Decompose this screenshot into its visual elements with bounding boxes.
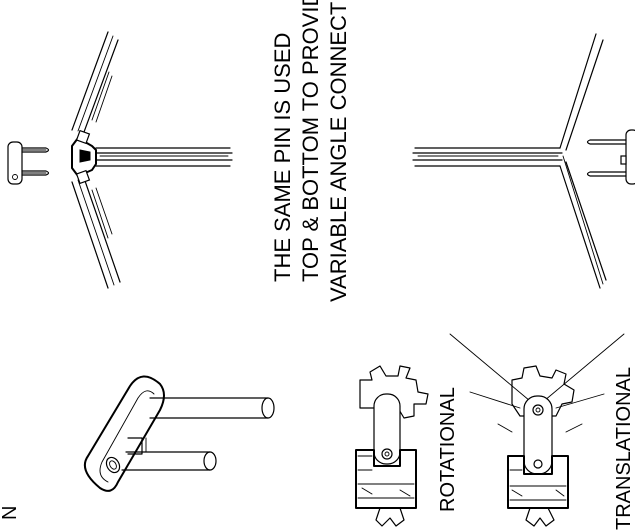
right-corner-assembly — [412, 33, 607, 289]
translational-joint — [449, 333, 625, 527]
annotation-line-1: THE SAME PIN IS USED — [270, 33, 295, 282]
edge-text-fragment: N — [0, 506, 21, 520]
rotational-joint — [355, 365, 429, 527]
annotation-line-2: TOP & BOTTOM TO PROVIDE — [298, 0, 323, 282]
pin-icon-top-left — [7, 141, 50, 185]
pin-large-perspective — [84, 375, 275, 492]
rotational-label: ROTATIONAL — [437, 387, 459, 512]
left-corner-assembly — [71, 31, 233, 289]
annotation-line-3: VARIABLE ANGLE CONNECTIONS — [326, 0, 351, 302]
annotation-block: THE SAME PIN IS USED TOP & BOTTOM TO PRO… — [270, 0, 351, 302]
translational-label: TRANSLATIONAL — [613, 367, 635, 530]
pin-icon-right — [586, 129, 635, 185]
